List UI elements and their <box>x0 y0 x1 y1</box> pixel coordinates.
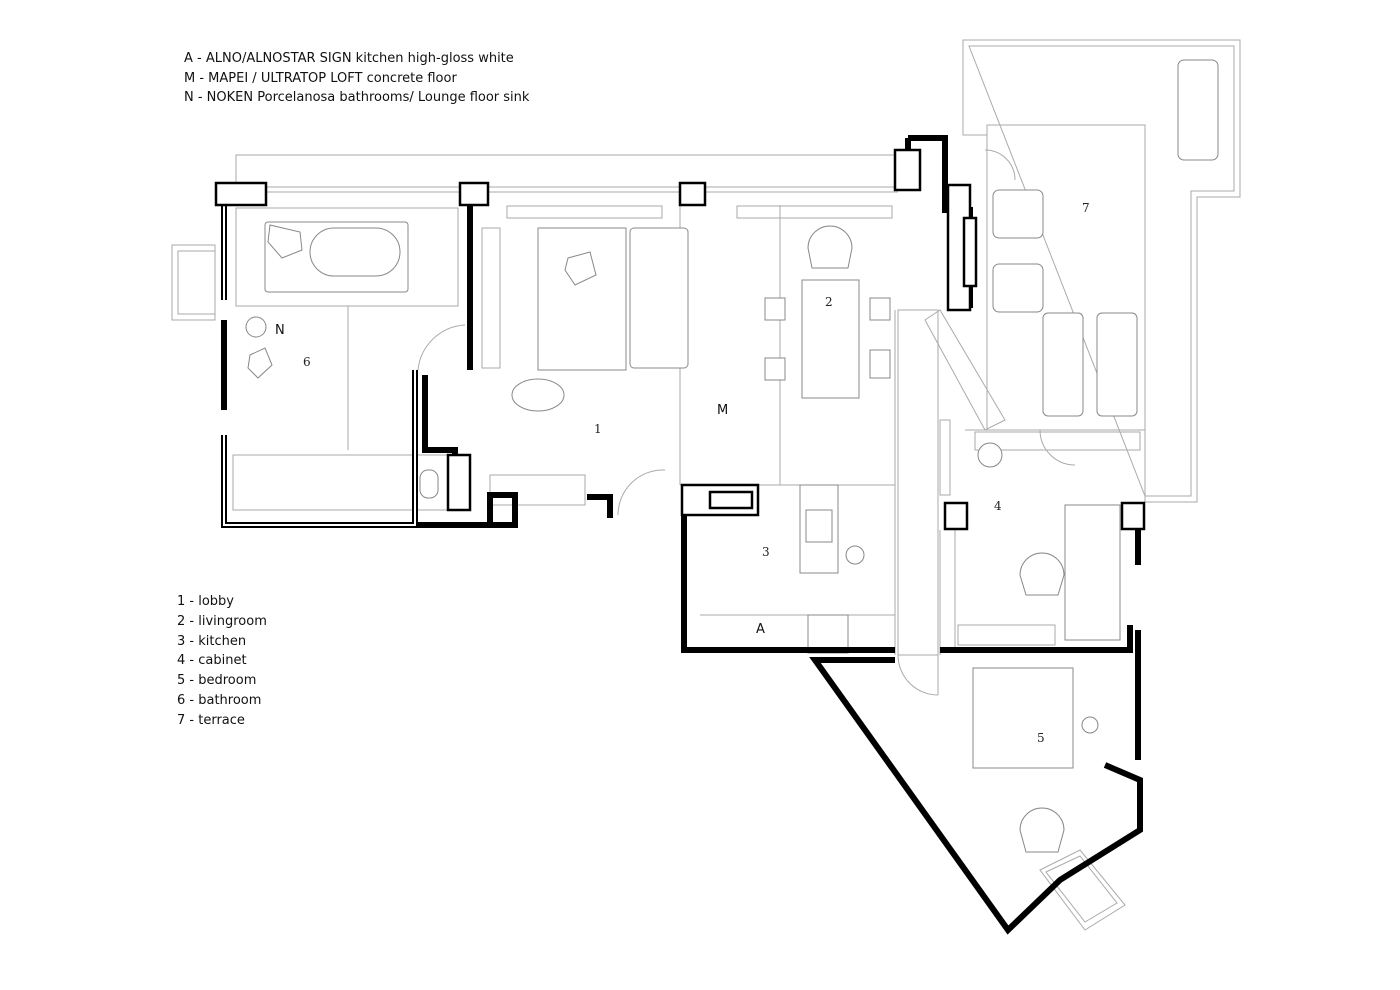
room-label-4: 4 <box>994 499 1002 513</box>
stool-icon <box>267 224 303 259</box>
furniture <box>245 221 1121 853</box>
material-label-m: M <box>717 403 729 418</box>
chair-icon <box>807 225 853 269</box>
room-label-6: 6 <box>303 355 311 369</box>
rooms-legend-item: 2 - livingroom <box>177 613 267 629</box>
armchair-icon <box>1019 807 1065 853</box>
armchair-icon <box>511 378 565 412</box>
rooms-legend-item: 5 - bedroom <box>177 673 257 689</box>
room-label-2: 2 <box>825 295 833 309</box>
materials-legend-item: M - MAPEI / ULTRATOP LOFT concrete floor <box>184 70 457 86</box>
doors <box>417 149 1076 696</box>
rooms-legend: 1 - lobby 2 - livingroom 3 - kitchen 4 -… <box>177 592 267 731</box>
lounger-icon <box>1177 59 1219 161</box>
coffee-table-icon <box>564 251 597 286</box>
pillars <box>214 148 1146 531</box>
bathtub-icon <box>309 227 401 277</box>
terrace-outline <box>962 39 1241 503</box>
sink-icon <box>977 442 1003 468</box>
sink-icon <box>245 316 267 338</box>
sink-icon <box>807 614 849 654</box>
dining-table-icon <box>801 279 860 399</box>
sofa-icon <box>629 227 689 369</box>
stool-icon <box>845 545 865 565</box>
materials-legend-item: N - NOKEN Porcelanosa bathrooms/ Lounge … <box>184 90 530 105</box>
room-label-7: 7 <box>1082 201 1090 215</box>
cooktop-icon <box>805 509 833 543</box>
stool-icon <box>247 347 273 379</box>
materials-legend-item: A - ALNO/ALNOSTAR SIGN kitchen high-glos… <box>184 51 514 66</box>
chair-icon <box>764 357 786 381</box>
armchair-icon <box>992 189 1044 239</box>
chair-icon <box>764 297 786 321</box>
rooms-legend-item: 6 - bathroom <box>177 692 262 708</box>
material-label-n: N <box>275 323 285 338</box>
chair-icon <box>1019 552 1065 596</box>
material-label-a: A <box>756 622 765 637</box>
chair-icon <box>869 349 891 379</box>
sunbed-icon <box>1096 312 1138 417</box>
rooms-legend-item: 1 - lobby <box>177 594 234 609</box>
toilet-icon <box>419 469 439 499</box>
armchair-icon <box>992 263 1044 313</box>
room-label-5: 5 <box>1037 731 1045 745</box>
materials-legend: A - ALNO/ALNOSTAR SIGN kitchen high-glos… <box>184 49 529 108</box>
rooms-legend-item: 7 - terrace <box>177 712 245 728</box>
room-label-1: 1 <box>594 422 602 436</box>
desk-icon <box>1064 504 1121 641</box>
rooms-legend-item: 3 - kitchen <box>177 633 247 649</box>
room-label-3: 3 <box>762 545 770 559</box>
rug-icon <box>537 227 627 371</box>
nightstand-icon <box>1081 716 1099 734</box>
chair-icon <box>869 297 891 321</box>
rooms-legend-item: 4 - cabinet <box>177 653 247 669</box>
sunbed-icon <box>1042 312 1084 417</box>
bed-icon <box>972 667 1074 769</box>
